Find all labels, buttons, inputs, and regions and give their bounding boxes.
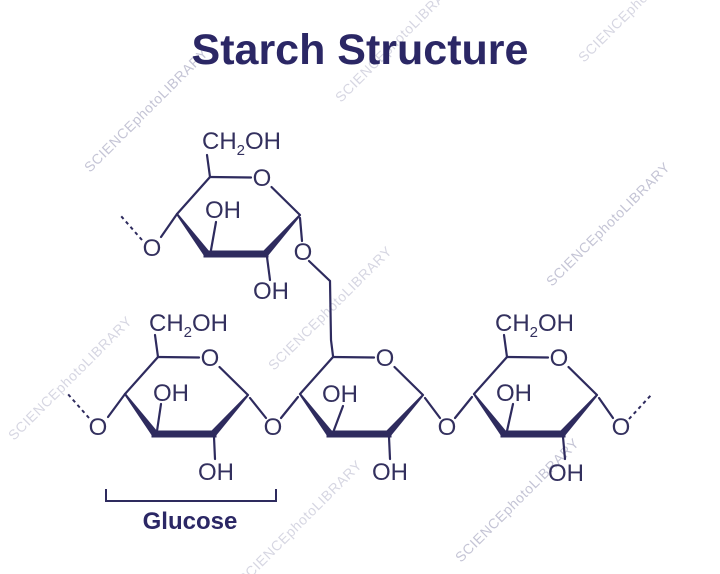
- bond: [453, 395, 474, 420]
- branch-linkage-bond: [307, 259, 335, 358]
- terminal-oxygen-label: O: [612, 414, 631, 441]
- glucose-bracket: [105, 489, 277, 502]
- hydroxyl-label: OH: [253, 278, 289, 305]
- bond: [597, 396, 615, 420]
- bond: [205, 153, 212, 179]
- page-title: Starch Structure: [191, 26, 529, 74]
- bond: [209, 220, 218, 252]
- hydroxyl-label: OH: [153, 380, 189, 407]
- glucose-label: Glucose: [143, 508, 238, 535]
- bond: [155, 402, 163, 433]
- bond: [332, 404, 345, 432]
- bond: [561, 435, 567, 461]
- glycosidic-oxygen-label: O: [264, 414, 283, 441]
- hydroxyl-label: OH: [372, 459, 408, 486]
- ring-oxygen-label: O: [253, 165, 272, 192]
- ring-oxygen-label: O: [201, 345, 220, 372]
- glycosidic-oxygen-label: O: [438, 414, 457, 441]
- bond: [159, 212, 179, 239]
- chain-continuation-dash: [120, 215, 143, 241]
- bond: [505, 402, 515, 433]
- right-glucose-ring: [472, 355, 599, 439]
- ch2oh-label: CH2OH: [149, 310, 228, 341]
- hydroxyl-label: OH: [205, 197, 241, 224]
- terminal-oxygen-label: O: [89, 414, 108, 441]
- hydroxyl-label: OH: [322, 381, 358, 408]
- bond: [248, 396, 268, 420]
- bond: [265, 255, 272, 282]
- ring-oxygen-label: O: [550, 345, 569, 372]
- chain-continuation-dash: [628, 393, 653, 420]
- terminal-oxygen-label: O: [143, 235, 162, 262]
- bond: [298, 216, 304, 243]
- bond: [387, 435, 392, 461]
- hydroxyl-label: OH: [198, 459, 234, 486]
- branch-oxygen-label: O: [294, 239, 313, 266]
- ch2oh-label: CH2OH: [495, 310, 574, 341]
- bond: [279, 395, 300, 420]
- bond: [212, 435, 217, 461]
- hydroxyl-label: OH: [496, 380, 532, 407]
- chain-continuation-dash: [66, 392, 90, 419]
- hydroxyl-label: OH: [548, 460, 584, 487]
- bond: [106, 392, 127, 419]
- ring-oxygen-label: O: [376, 345, 395, 372]
- ch2oh-label: CH2OH: [202, 128, 281, 159]
- bond: [423, 396, 442, 420]
- bond: [502, 333, 509, 359]
- bond: [153, 333, 160, 359]
- middle-glucose-ring: [298, 355, 425, 439]
